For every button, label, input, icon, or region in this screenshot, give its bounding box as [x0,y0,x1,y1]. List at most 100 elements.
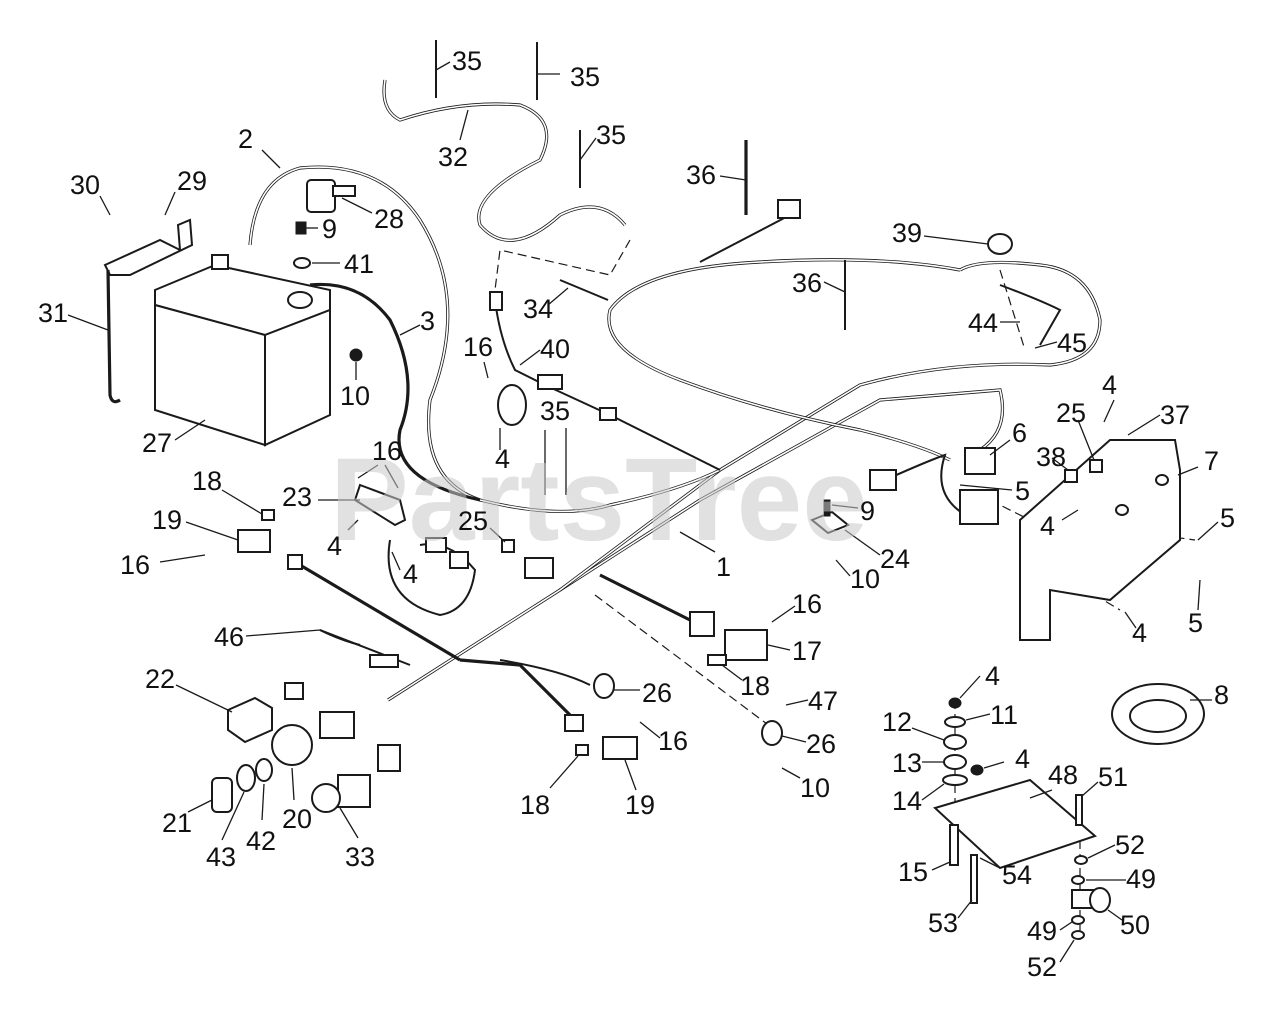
callout-10a: 10 [340,381,370,411]
battery-bolt-9 [295,221,307,235]
callout-2: 2 [238,124,253,154]
nut-10-battery [349,348,363,362]
leader-3 [399,324,421,336]
callout-37: 37 [1160,400,1190,430]
callout-26b: 26 [806,729,836,759]
leader-48 [1029,789,1053,799]
leader-4c [391,551,401,571]
callout-49b: 49 [1027,916,1057,946]
bracket-23 [353,483,407,527]
plate-48 [933,778,1097,870]
leader-49b [1059,921,1073,931]
leader-43 [221,791,245,841]
callout-50: 50 [1120,910,1150,940]
grommet-8 [1111,683,1205,745]
callout-24: 24 [880,544,910,574]
leader-4-br2 [1061,509,1079,521]
washer-49-upper [1071,875,1085,885]
leader-6 [989,439,1011,456]
connector-23 [425,537,447,553]
callout-43: 43 [206,842,236,872]
tie-34 [559,279,609,301]
leader-46 [245,629,321,637]
terminal-cover-28 [306,179,356,213]
watermark: PartsTree [330,434,868,566]
leader-10b [835,559,851,577]
mounting-bracket-7 [1019,439,1181,641]
callout-18a: 18 [192,466,222,496]
callout-48: 48 [1048,760,1078,790]
harness-branch-upper-inner [559,261,1101,591]
leader-32 [459,109,469,141]
callout-30: 30 [70,170,100,200]
leader-11 [965,713,991,721]
bolt-51 [1075,794,1083,826]
leader-16a [483,361,489,379]
callout-21: 21 [162,808,192,838]
callout-25b: 25 [1056,398,1086,428]
callout-49a: 49 [1126,864,1156,894]
leader-4s [959,675,981,699]
leader-4-br [1124,611,1137,629]
callout-16a: 16 [463,332,493,362]
hold-down-bracket-29 [103,218,194,276]
washer-14 [942,774,968,786]
callout-29: 29 [177,166,207,196]
battery-cable-3 [309,282,481,502]
leader-47 [785,699,809,706]
leader-29 [164,191,176,216]
clamp-26-upper [593,673,615,699]
callout-4e: 4 [1040,511,1055,541]
washer-52-upper [1074,855,1088,865]
callout-19b: 19 [625,790,655,820]
leader-45 [1034,341,1058,349]
callout-4h: 4 [1015,744,1030,774]
connector-harness-end-b [377,744,401,772]
callout-9b: 9 [860,496,875,526]
key-21 [211,777,233,813]
leader-5c [1197,579,1201,611]
nut-52-lower [1071,930,1085,940]
leader-36b [823,281,846,293]
hold-down-rod-31 [106,269,121,404]
leader-17 [767,644,791,651]
callout-5c: 5 [1188,608,1203,638]
washer-41 [293,257,311,269]
boot-39 [987,233,1013,255]
leader-18c [549,755,579,789]
callout-35b: 35 [570,62,600,92]
callout-26a: 26 [642,678,672,708]
callout-23: 23 [282,482,312,512]
connector-36 [777,199,801,219]
bolt-9-ground [823,499,831,517]
leader-31 [67,314,109,331]
switch-17 [707,629,768,666]
callout-16e: 16 [658,726,688,756]
harness-branch-to-19 [459,658,577,722]
connector-23-b [449,551,469,569]
leader-25b [1077,419,1095,461]
clip-38 [1064,469,1078,483]
module-22 [227,696,273,744]
leader-52b [1059,939,1075,963]
callout-12: 12 [882,707,912,737]
leader-7 [1177,466,1199,476]
leader-35d [544,428,567,495]
callout-40: 40 [540,334,570,364]
wire-harness-group [248,79,1102,722]
clip-18-lower [575,744,589,756]
leader-39 [923,235,989,245]
leader-10c [781,767,801,779]
connector-harness-end-a [319,711,355,739]
leader-35a [435,61,451,71]
connector-19-lower-plug [564,714,584,732]
leader-16d [771,605,796,623]
callout-4b: 4 [327,531,342,561]
callout-35c: 35 [596,120,626,150]
leader-4x [1103,399,1115,423]
leader-28 [341,197,373,214]
leader-27 [174,419,206,441]
washer-11 [944,716,966,728]
callout-45: 45 [1057,328,1087,358]
leader-50 [1107,909,1123,921]
